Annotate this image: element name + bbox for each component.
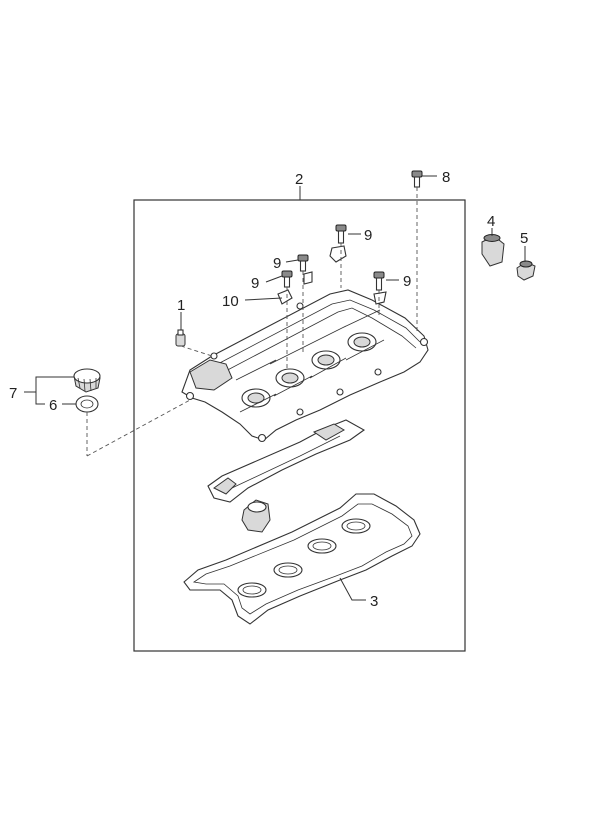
grommet [241, 499, 271, 533]
pcv-valve [175, 329, 186, 347]
callout-3: 3 [370, 593, 378, 610]
callout-9-d: 9 [403, 273, 411, 290]
center-gasket [207, 419, 366, 503]
plug-seal-ring-1 [237, 582, 267, 598]
callout-1: 1 [177, 297, 185, 314]
head-cover-gasket [183, 493, 421, 625]
callout-6: 6 [49, 397, 57, 414]
cover-plug-small [516, 260, 536, 281]
plug-well-3 [311, 350, 341, 370]
bracket-b [303, 271, 313, 285]
callout-9-a: 9 [364, 227, 372, 244]
plug-seal-ring-2 [273, 562, 303, 578]
oil-filler-cap [73, 368, 101, 393]
callout-10: 10 [222, 293, 239, 310]
callout-4: 4 [487, 213, 495, 230]
callout-8: 8 [442, 169, 450, 186]
bracket-a [329, 245, 347, 263]
cylinder-head-cover [181, 289, 429, 443]
bracket-c [373, 291, 387, 305]
oil-filler-gasket [75, 395, 99, 413]
bolt-9d [373, 271, 385, 291]
plug-well-4 [347, 332, 377, 352]
cover-plug-large [481, 234, 505, 267]
bolt-9c [281, 270, 293, 288]
callout-7: 7 [9, 385, 17, 402]
plug-seal-ring-4 [341, 518, 371, 534]
callout-5: 5 [520, 230, 528, 247]
callout-9-b: 9 [273, 255, 281, 272]
plug-well-2 [275, 368, 305, 388]
bolt-9a [335, 224, 347, 244]
callout-9-c: 9 [251, 275, 259, 292]
plug-seal-ring-3 [307, 538, 337, 554]
clip-10 [277, 289, 293, 305]
callout-2: 2 [295, 171, 303, 188]
bolt-9b [297, 254, 309, 272]
plug-well-1 [241, 388, 271, 408]
bolt-8 [411, 170, 423, 188]
